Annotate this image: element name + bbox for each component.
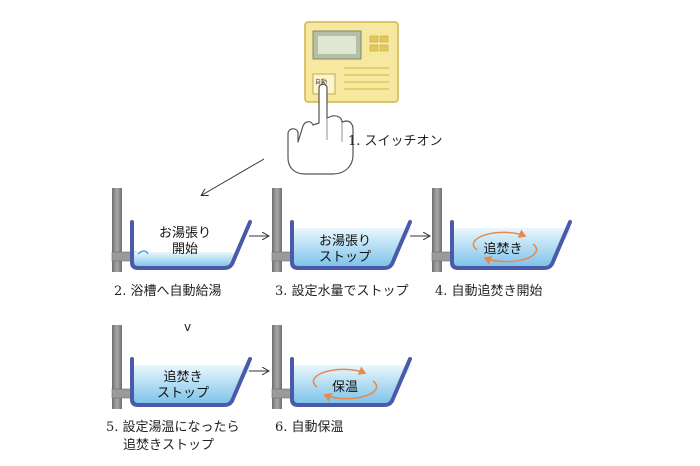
step6-caption: 6. 自動保温 xyxy=(275,420,344,435)
step3-tub-line1: お湯張り xyxy=(318,234,371,249)
step3-tub-line2: ストップ xyxy=(318,250,371,265)
step5-caption-line1: 5. 設定湯温になったら xyxy=(106,420,240,435)
step2-tub-line1: お湯張り xyxy=(158,226,211,241)
step4-caption: 4. 自動追焚き開始 xyxy=(435,284,543,299)
auto-button-label: 自動 xyxy=(315,79,328,86)
flow-arrow-1-2 xyxy=(202,158,265,195)
step5-tub-line1: 追焚き xyxy=(163,370,203,385)
step2-bathtub xyxy=(111,188,252,272)
step2-caption: 2. 浴槽へ自動給湯 xyxy=(114,284,222,299)
step4-bathtub xyxy=(431,188,572,272)
step2-tub-line2: 開始 xyxy=(171,242,198,257)
step5-tub-line2: ストップ xyxy=(156,386,209,401)
step1-caption: 1. スイッチオン xyxy=(348,134,443,149)
step6-bathtub xyxy=(271,325,412,409)
control-panel xyxy=(304,21,399,103)
pointing-hand-icon xyxy=(287,83,354,175)
step5-caption-line2: 追焚きストップ xyxy=(123,438,215,453)
step4-tub-line1: 追焚き xyxy=(483,242,523,257)
step5-bathtub xyxy=(111,325,252,409)
step6-tub-line1: 保温 xyxy=(331,380,358,395)
down-marker: v xyxy=(184,320,192,334)
step3-caption: 3. 設定水量でストップ xyxy=(275,284,409,299)
step3-bathtub xyxy=(271,188,412,272)
